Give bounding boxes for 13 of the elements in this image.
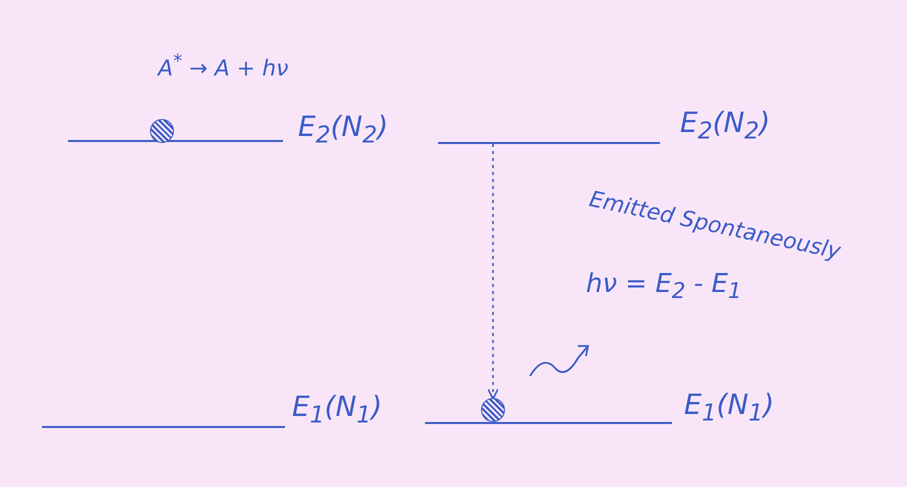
energy-level-line — [425, 422, 672, 424]
energy-level-label: E$_{2}$(N$_{2}$) — [680, 108, 770, 144]
dashed-arrow — [487, 144, 499, 400]
atom-circle — [150, 119, 174, 143]
atom-circle — [481, 398, 505, 422]
energy-level-label: E$_{1}$(N$_{1}$) — [292, 392, 382, 428]
energy-level-line — [68, 140, 283, 142]
equation-text: hν = E$_{2}$ - E$_{1}$ — [586, 270, 742, 304]
energy-level-label: E$_{1}$(N$_{1}$) — [684, 390, 774, 426]
energy-level-line — [438, 142, 660, 144]
equation-text: A$^{*}$ → A + hν — [158, 52, 288, 82]
energy-level-label: E$_{2}$(N$_{2}$) — [298, 112, 388, 148]
energy-level-line — [42, 426, 285, 428]
